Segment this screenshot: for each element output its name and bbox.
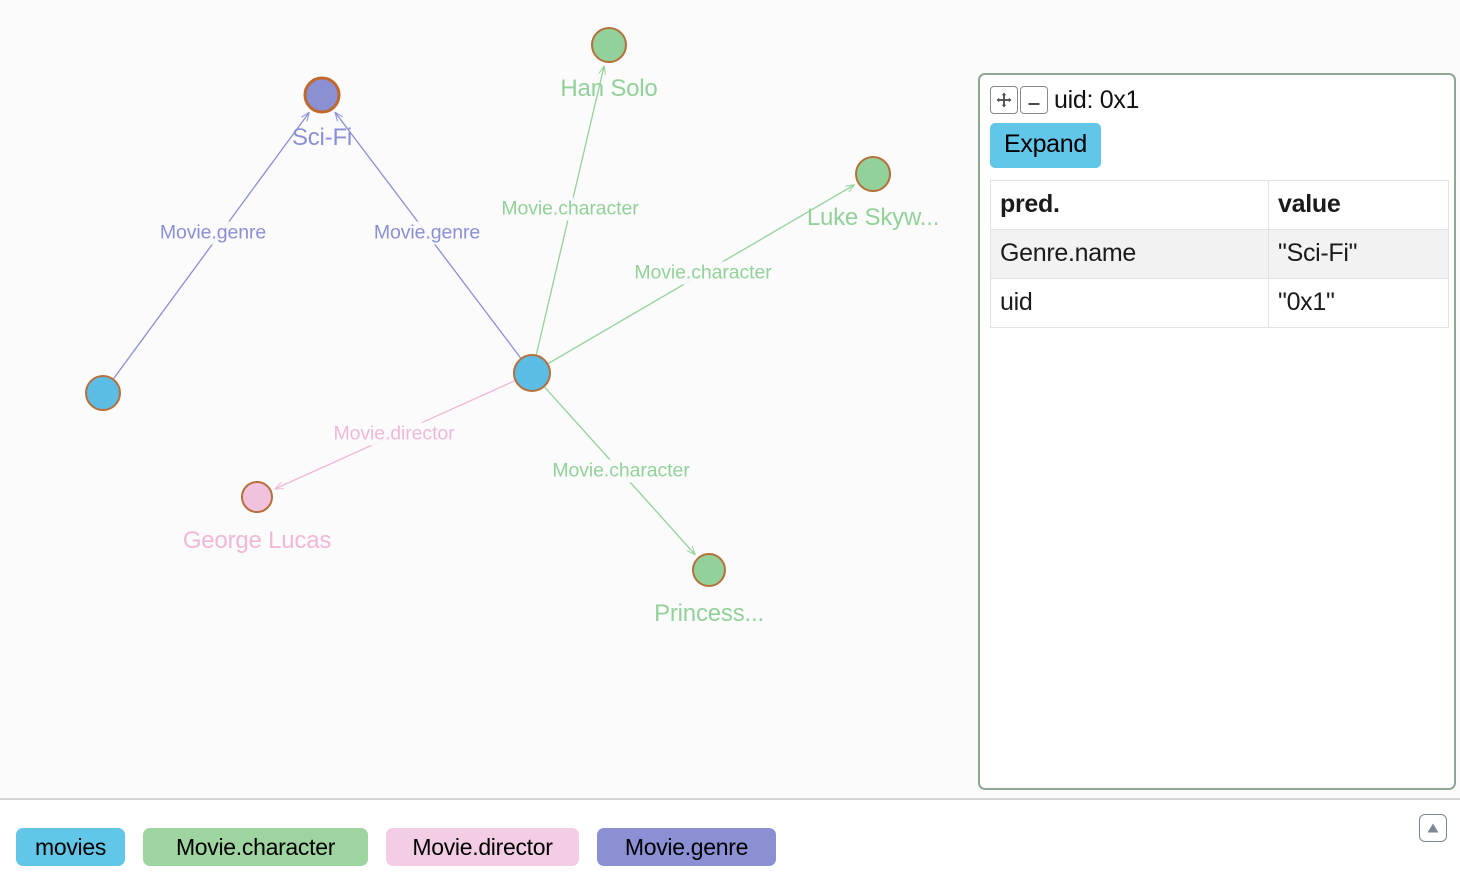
edge-label: Movie.genre [157,221,269,245]
column-header-pred: pred. [990,180,1269,230]
predicate-table: pred. value Genre.name"Sci-Fi"uid"0x1" [990,180,1449,328]
graph-node[interactable] [513,354,551,392]
legend-item-movies[interactable]: movies [16,828,125,866]
node-properties-panel: uid: 0x1 Expand pred. value Genre.name"S… [978,73,1456,790]
graph-svg[interactable] [0,0,1460,800]
graph-node[interactable] [692,553,726,587]
table-body: Genre.name"Sci-Fi"uid"0x1" [990,229,1449,328]
legend-bar: movies Movie.character Movie.director Movie… [0,802,1460,886]
table-row: uid"0x1" [990,278,1449,328]
graph-node[interactable] [591,27,627,63]
edge-label: Movie.director [331,422,457,446]
minimize-icon-glyph [1028,103,1040,105]
legend-item-movie-character[interactable]: Movie.character [143,828,368,866]
minimize-icon[interactable] [1020,86,1048,114]
column-header-value: value [1268,180,1449,230]
graph-node[interactable] [855,156,891,192]
table-row: Genre.name"Sci-Fi" [990,229,1449,279]
graph-node[interactable] [241,481,273,513]
edge-label: Movie.character [550,459,692,483]
cell-value: "Sci-Fi" [1268,229,1449,279]
panel-header: uid: 0x1 [990,85,1444,115]
graph-node[interactable] [303,76,341,114]
move-icon[interactable] [990,86,1018,114]
edge-label: Movie.character [632,261,774,285]
cell-value: "0x1" [1268,278,1449,328]
collapse-legend-button[interactable] [1419,814,1447,842]
node-label: George Lucas [182,527,332,554]
edge-label: Movie.character [499,197,641,221]
node-label: Sci-Fi [291,124,353,151]
cell-pred: Genre.name [990,229,1269,279]
graph-edge[interactable] [113,113,309,379]
legend-item-movie-genre[interactable]: Movie.genre [597,828,776,866]
edge-label: Movie.genre [371,221,483,245]
node-label: Luke Skyw... [806,204,940,231]
panel-title: uid: 0x1 [1054,85,1140,114]
cell-pred: uid [990,278,1269,328]
legend-item-movie-director[interactable]: Movie.director [386,828,579,866]
graph-node[interactable] [85,375,121,411]
triangle-up-icon [1427,823,1439,833]
node-label: Princess... [654,600,764,627]
table-header-row: pred. value [990,180,1449,230]
expand-button[interactable]: Expand [990,123,1101,168]
node-label: Han Solo [560,75,658,102]
move-icon-glyph [996,92,1012,108]
